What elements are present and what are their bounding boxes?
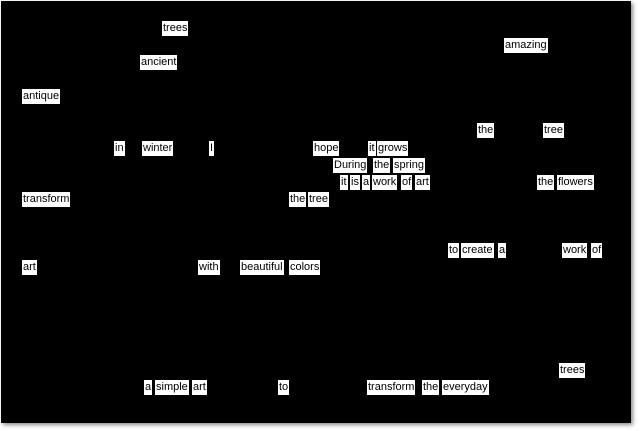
word-tile[interactable]: I (209, 141, 215, 156)
word-tile[interactable]: of (591, 243, 603, 258)
word-tile[interactable]: winter (142, 141, 174, 156)
word-tile[interactable]: simple (155, 380, 189, 395)
word-tile[interactable]: of (401, 175, 413, 190)
word-tile[interactable]: amazing (504, 38, 548, 53)
word-tile[interactable]: it (368, 141, 376, 156)
word-tile[interactable]: trees (162, 21, 189, 36)
word-tile[interactable]: the (289, 192, 307, 207)
word-tile[interactable]: the (537, 175, 555, 190)
word-tile[interactable]: with (198, 260, 220, 275)
word-tile[interactable]: to (278, 380, 290, 395)
word-tile[interactable]: grows (377, 141, 409, 156)
word-tile[interactable]: antique (22, 89, 61, 104)
word-tile[interactable]: trees (559, 363, 586, 378)
word-tile[interactable]: create (461, 243, 494, 258)
word-tile[interactable]: the (422, 380, 440, 395)
word-tile[interactable]: in (114, 141, 125, 156)
word-tile[interactable]: hope (313, 141, 340, 156)
word-tile[interactable]: a (362, 175, 371, 190)
word-tile[interactable]: flowers (557, 175, 594, 190)
word-tile[interactable]: art (22, 260, 37, 275)
word-board: trees amazing ancient antique the tree i… (1, 1, 631, 423)
word-tile[interactable]: tree (543, 123, 564, 138)
word-tile[interactable]: colors (289, 260, 321, 275)
word-tile[interactable]: spring (393, 158, 425, 173)
word-tile[interactable]: a (498, 243, 507, 258)
word-tile[interactable]: work (562, 243, 588, 258)
word-tile[interactable]: beautiful (240, 260, 284, 275)
word-tile[interactable]: transform (367, 380, 416, 395)
word-tile[interactable]: art (415, 175, 430, 190)
word-tile[interactable]: everyday (442, 380, 489, 395)
word-tile[interactable]: ancient (140, 55, 178, 70)
word-tile[interactable]: it (340, 175, 348, 190)
word-tile[interactable]: tree (308, 192, 329, 207)
word-tile[interactable]: the (373, 158, 391, 173)
word-tile[interactable]: art (192, 380, 207, 395)
word-tile[interactable]: is (350, 175, 360, 190)
word-tile[interactable]: to (448, 243, 460, 258)
word-tile[interactable]: transform (22, 192, 71, 207)
word-tile[interactable]: During (333, 158, 368, 173)
word-tile[interactable]: a (144, 380, 153, 395)
word-tile[interactable]: work (372, 175, 398, 190)
word-tile[interactable]: the (477, 123, 495, 138)
